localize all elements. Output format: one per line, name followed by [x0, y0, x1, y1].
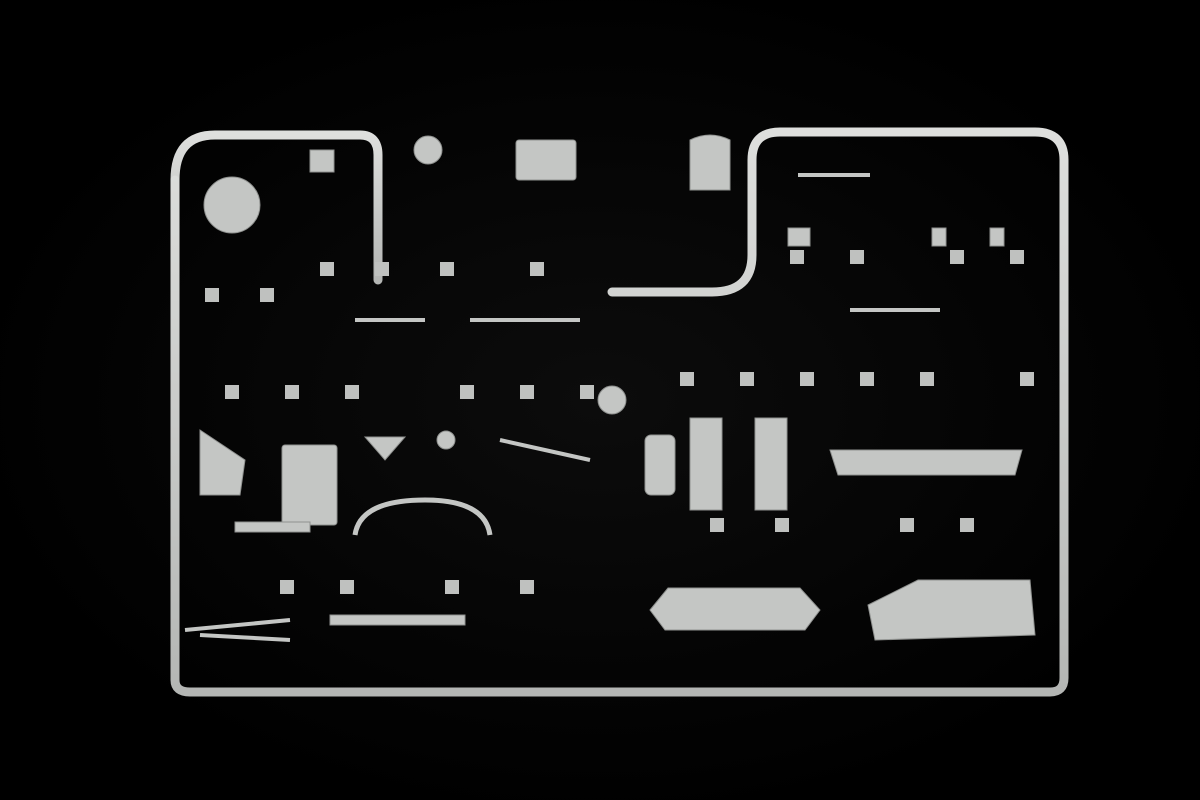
sprue-part [530, 262, 544, 276]
part-small-block [309, 149, 335, 173]
sprue-part [225, 385, 239, 399]
sprue-part [520, 580, 534, 594]
sprue-part [850, 250, 864, 264]
sprue-parts [184, 134, 1036, 642]
part-small-block [787, 227, 811, 247]
sprue-part [170, 130, 383, 285]
part-plate [644, 434, 676, 496]
sprue-part [340, 580, 354, 594]
part-rods [355, 173, 940, 462]
sprue-part [460, 385, 474, 399]
part-frame-arch [352, 497, 493, 536]
part-seat [689, 134, 731, 191]
part-axle [829, 449, 1023, 476]
part-linkage [184, 618, 291, 642]
sprue-part [285, 385, 299, 399]
sprue-part [440, 262, 454, 276]
sprue-part [960, 518, 974, 532]
part-hull-left [649, 587, 821, 631]
sprue-part [920, 372, 934, 386]
part-grille-left [689, 417, 723, 511]
part-round-lens [203, 176, 261, 234]
sprue-part [170, 127, 1069, 697]
part-strip [234, 521, 311, 533]
part-hull-right [867, 579, 1036, 641]
part-knob [436, 430, 456, 450]
sprue-part [280, 580, 294, 594]
part-small-block [989, 227, 1005, 247]
sprue-part [375, 262, 389, 276]
sprue-part [900, 518, 914, 532]
part-box [515, 139, 577, 181]
sprue-part [680, 372, 694, 386]
part-triangle [363, 436, 407, 461]
sprue-part [1010, 250, 1024, 264]
part-grille-right [754, 417, 788, 511]
sprue-part [860, 372, 874, 386]
sprue-part [790, 250, 804, 264]
sprue-part [710, 518, 724, 532]
sprue-part [580, 385, 594, 399]
sprue-part [800, 372, 814, 386]
sprue-part [445, 580, 459, 594]
sprue-part [950, 250, 964, 264]
sprue-center-tag [597, 385, 627, 415]
sprue-part [520, 385, 534, 399]
sprue-gates [205, 250, 1034, 594]
part-wheel [413, 135, 443, 165]
sprue-part [345, 385, 359, 399]
sprue-part [260, 288, 274, 302]
sprue-part [205, 288, 219, 302]
sprue-frame [160, 127, 1069, 697]
part-small-block [931, 227, 947, 247]
sprue-part [775, 518, 789, 532]
part-panel [281, 444, 338, 526]
part-bracket [199, 429, 246, 496]
sprue-part [320, 262, 334, 276]
part-bar [329, 614, 466, 626]
sprue-part [1020, 372, 1034, 386]
sprue-part [740, 372, 754, 386]
